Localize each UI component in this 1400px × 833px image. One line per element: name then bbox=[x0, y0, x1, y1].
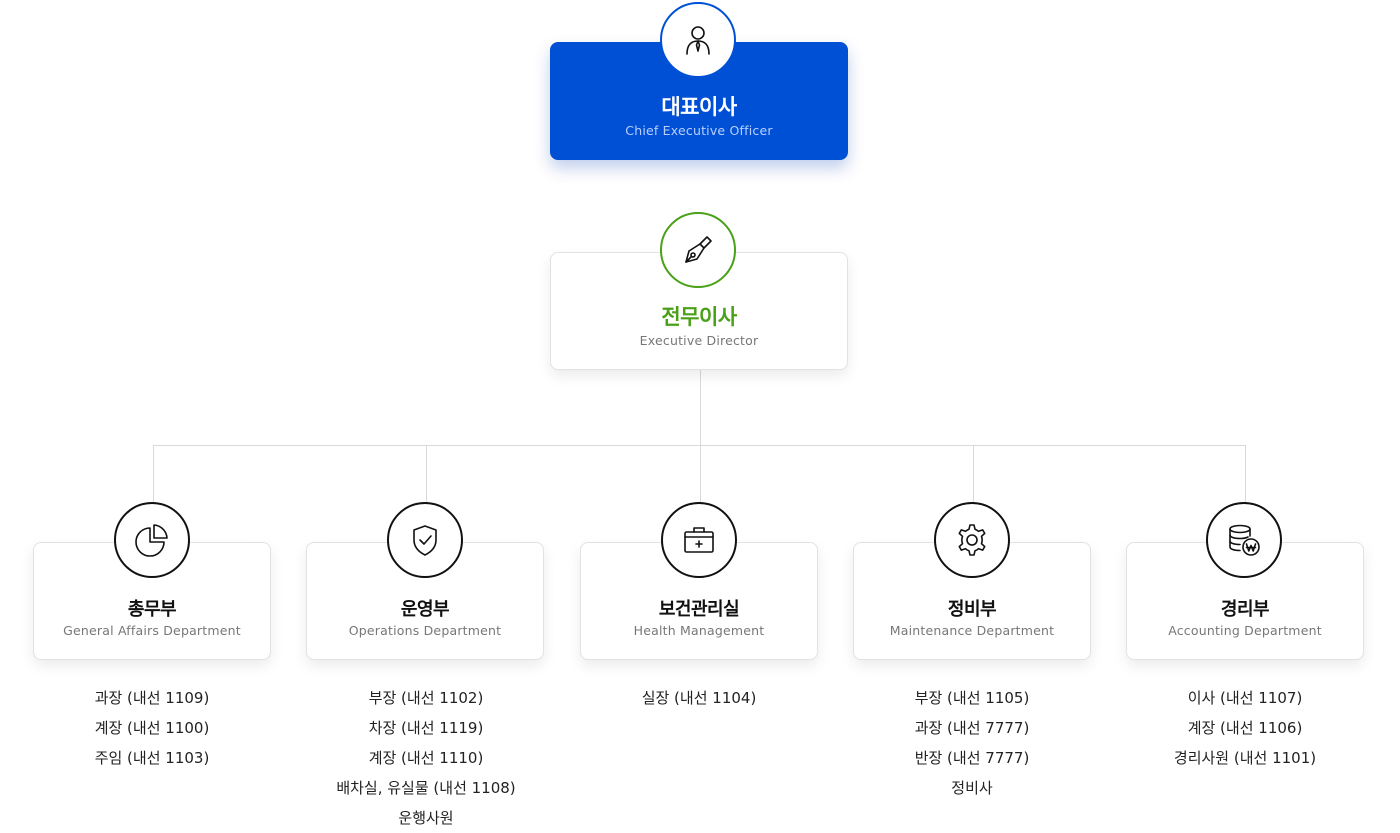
list-item: 주임 (내선 1103) bbox=[94, 749, 210, 767]
connector-drop-2 bbox=[426, 445, 427, 503]
list-item: 부장 (내선 1105) bbox=[914, 689, 1030, 707]
list-item: 운행사원 bbox=[398, 809, 454, 827]
ceo-card: 대표이사 Chief Executive Officer bbox=[550, 42, 848, 160]
list-item: 과장 (내선 1109) bbox=[94, 689, 210, 707]
list-item: 과장 (내선 7777) bbox=[914, 719, 1030, 737]
department-title: 운영부 bbox=[400, 599, 450, 620]
ceo-title: 대표이사 bbox=[661, 95, 737, 119]
pen-nib-icon bbox=[660, 212, 736, 288]
list-item: 계장 (내선 1106) bbox=[1187, 719, 1303, 737]
connector-drop-5 bbox=[1245, 445, 1246, 503]
list-item: 부장 (내선 1102) bbox=[368, 689, 484, 707]
ceo-subtitle: Chief Executive Officer bbox=[625, 123, 773, 138]
shield-check-icon bbox=[387, 502, 463, 578]
department-title: 경리부 bbox=[1220, 599, 1270, 620]
connector-drop-1 bbox=[153, 445, 154, 503]
connector-drop-4 bbox=[973, 445, 974, 503]
member-list-accounting: 이사 (내선 1107) 계장 (내선 1106) 경리사원 (내선 1101) bbox=[1095, 683, 1395, 773]
member-list-operations: 부장 (내선 1102) 차장 (내선 1119) 계장 (내선 1110) 배… bbox=[276, 683, 576, 833]
department-title: 총무부 bbox=[127, 599, 177, 620]
list-item: 정비사 bbox=[951, 779, 993, 797]
list-item: 계장 (내선 1110) bbox=[368, 749, 484, 767]
connector-vertical-main bbox=[700, 370, 701, 446]
coins-won-icon bbox=[1206, 502, 1282, 578]
connector-drop-3 bbox=[700, 445, 701, 503]
list-item: 배차실, 유실물 (내선 1108) bbox=[336, 779, 516, 797]
list-item: 이사 (내선 1107) bbox=[1187, 689, 1303, 707]
department-subtitle: Accounting Department bbox=[1168, 623, 1322, 638]
gear-icon bbox=[934, 502, 1010, 578]
department-subtitle: General Affairs Department bbox=[63, 623, 241, 638]
connector-horizontal bbox=[153, 445, 1246, 446]
member-list-general-affairs: 과장 (내선 1109) 계장 (내선 1100) 주임 (내선 1103) bbox=[2, 683, 302, 773]
list-item: 경리사원 (내선 1101) bbox=[1173, 749, 1317, 767]
executive-subtitle: Executive Director bbox=[639, 333, 759, 348]
department-subtitle: Health Management bbox=[633, 623, 765, 638]
member-list-health: 실장 (내선 1104) bbox=[549, 683, 849, 713]
department-subtitle: Operations Department bbox=[348, 623, 502, 638]
list-item: 계장 (내선 1100) bbox=[94, 719, 210, 737]
department-title: 정비부 bbox=[947, 599, 997, 620]
list-item: 차장 (내선 1119) bbox=[368, 719, 484, 737]
pie-chart-icon bbox=[114, 502, 190, 578]
first-aid-kit-icon bbox=[661, 502, 737, 578]
list-item: 반장 (내선 7777) bbox=[914, 749, 1030, 767]
department-subtitle: Maintenance Department bbox=[889, 623, 1055, 638]
department-title: 보건관리실 bbox=[658, 599, 740, 620]
executive-title: 전무이사 bbox=[661, 305, 737, 329]
member-list-maintenance: 부장 (내선 1105) 과장 (내선 7777) 반장 (내선 7777) 정… bbox=[822, 683, 1122, 803]
person-tie-icon bbox=[660, 2, 736, 78]
list-item: 실장 (내선 1104) bbox=[641, 689, 757, 707]
